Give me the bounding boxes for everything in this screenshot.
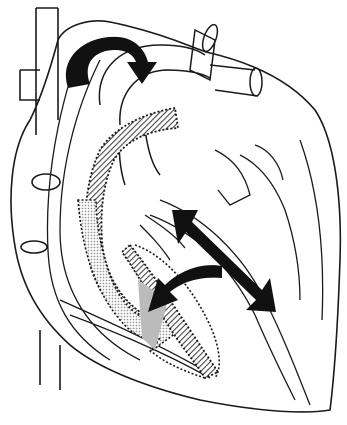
left-vessels bbox=[20, 8, 60, 390]
ventricle-flow-arrow bbox=[148, 265, 222, 312]
ventricle-expansion-arrow bbox=[172, 210, 276, 312]
atrium-flow-arrow bbox=[66, 37, 157, 88]
